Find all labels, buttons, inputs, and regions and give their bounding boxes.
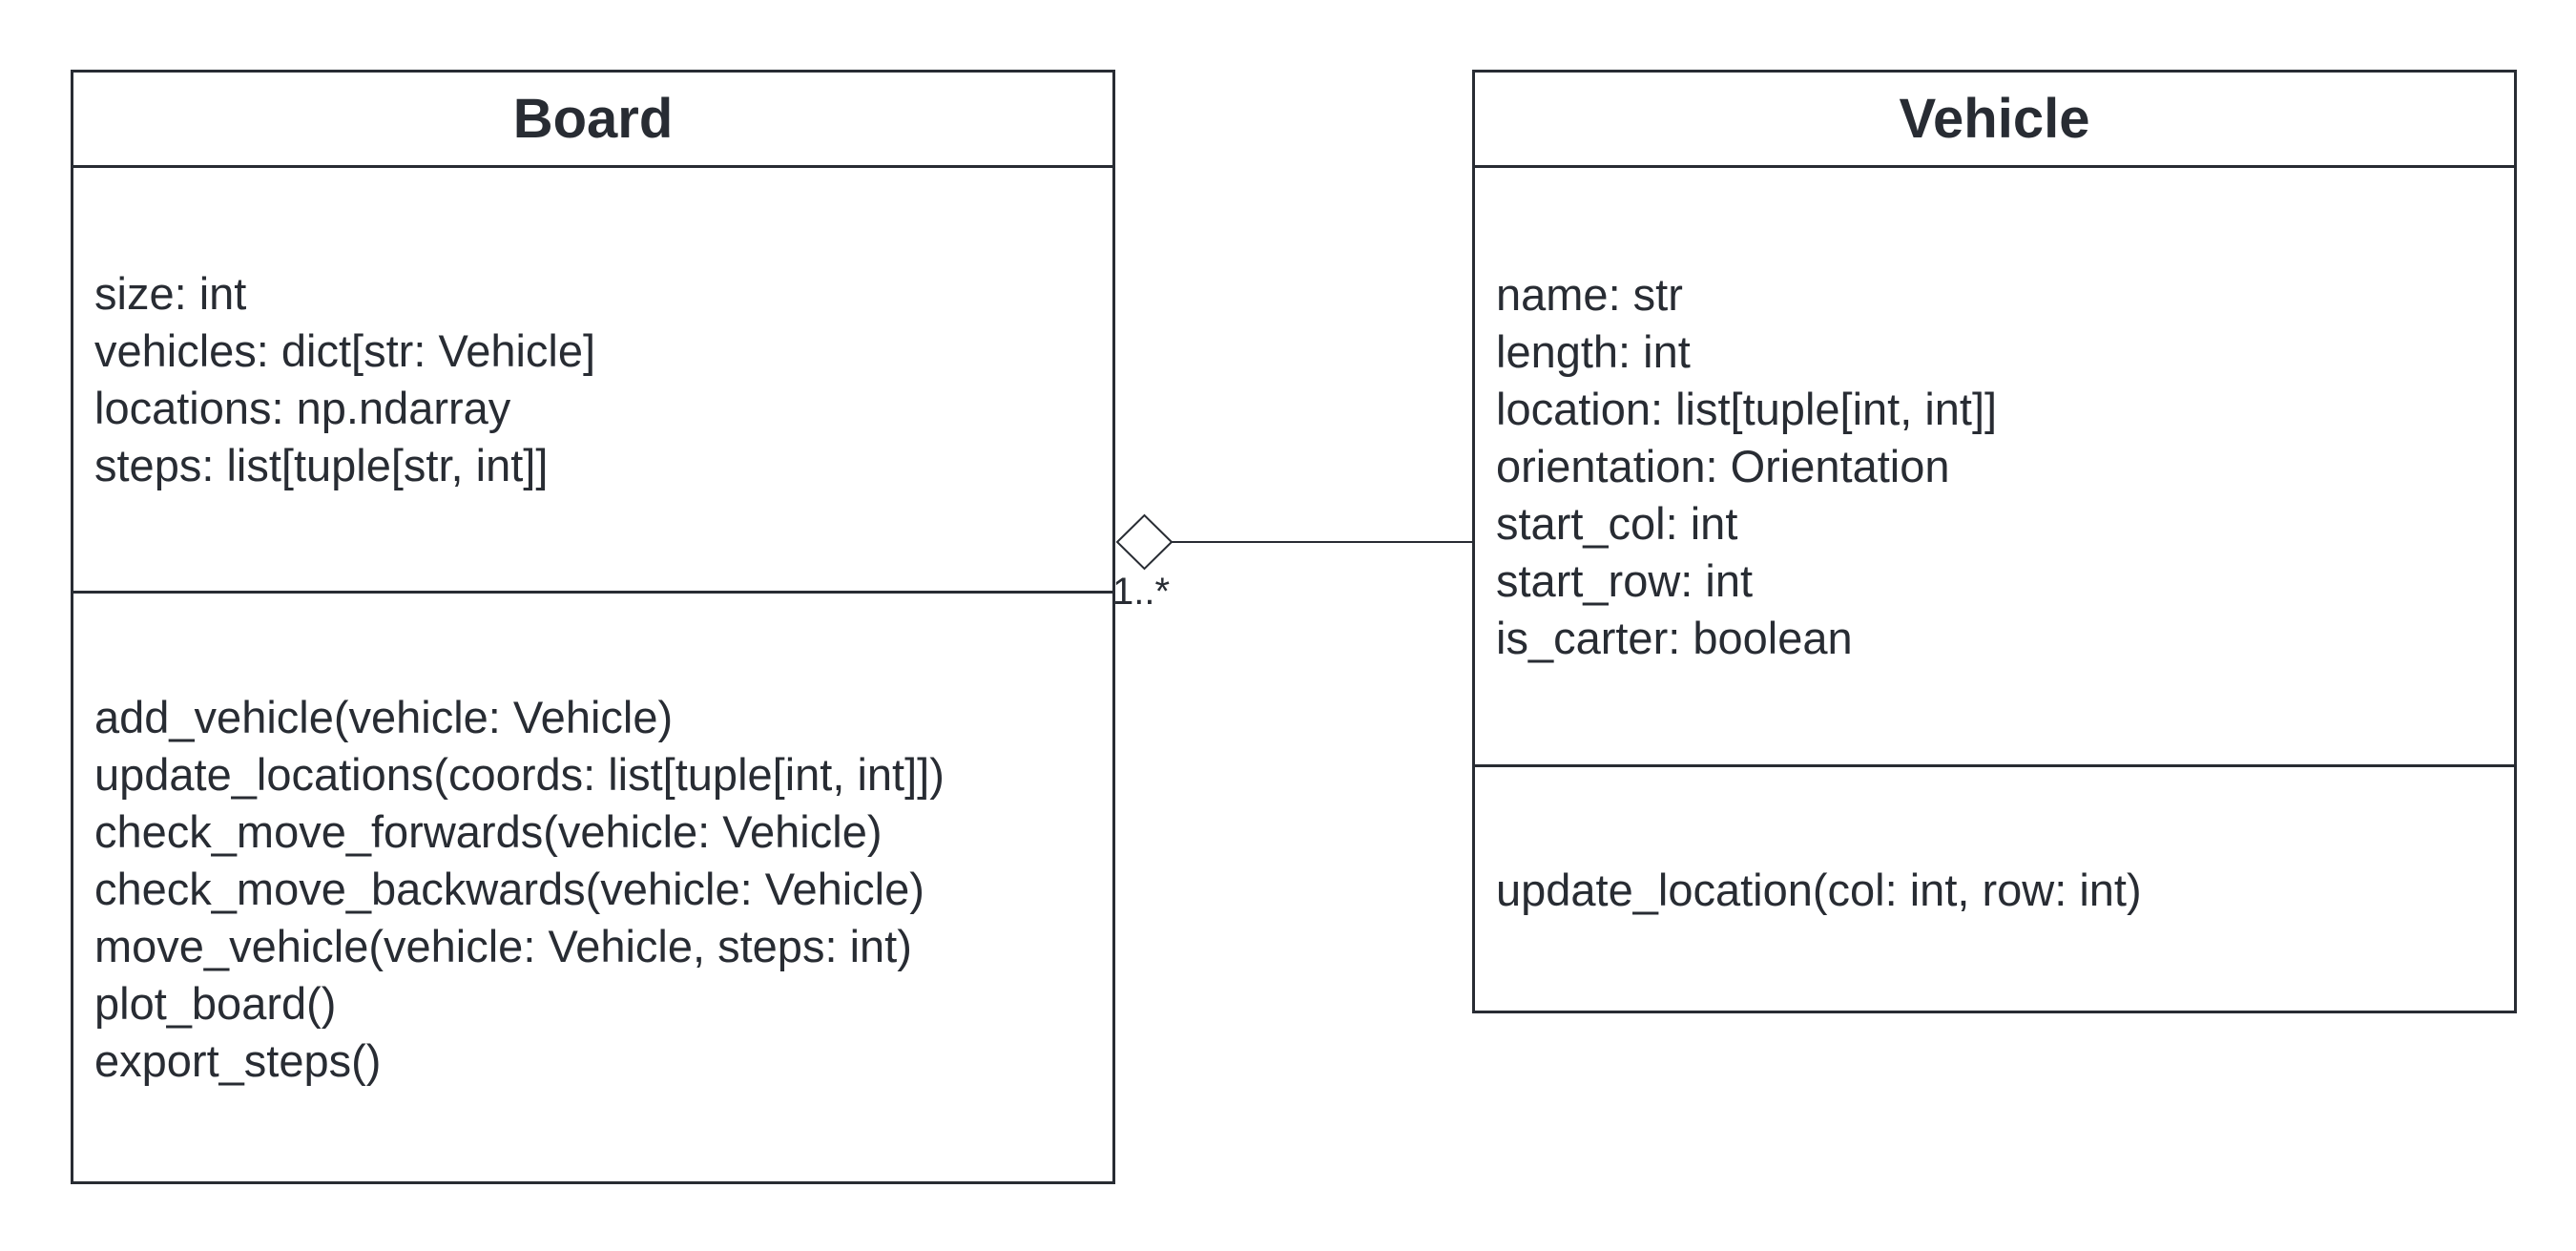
board-attributes-section: size: int vehicles: dict[str: Vehicle] l… <box>73 168 1112 594</box>
board-operation: update_locations(coords: list[tuple[int,… <box>94 748 945 800</box>
board-operation: check_move_backwards(vehicle: Vehicle) <box>94 863 924 914</box>
vehicle-attributes-section: name: str length: int location: list[tup… <box>1475 168 2514 767</box>
vehicle-attribute: location: list[tuple[int, int]] <box>1496 383 1998 434</box>
board-operation: check_move_forwards(vehicle: Vehicle) <box>94 805 883 857</box>
board-operation: export_steps() <box>94 1034 382 1086</box>
board-class-name: Board <box>73 73 1112 168</box>
aggregation-diamond-icon <box>1115 513 1174 571</box>
board-attribute: locations: np.ndarray <box>94 382 511 433</box>
vehicle-attribute: length: int <box>1496 325 1691 377</box>
board-attribute: size: int <box>94 267 247 319</box>
vehicle-class-name: Vehicle <box>1475 73 2514 168</box>
vehicle-attribute: start_row: int <box>1496 554 1754 606</box>
vehicle-operations-section: update_location(col: int, row: int) <box>1475 767 2514 1013</box>
board-attribute: vehicles: dict[str: Vehicle] <box>94 324 596 376</box>
vehicle-attribute: is_carter: boolean <box>1496 612 1853 663</box>
vehicle-attribute: name: str <box>1496 268 1683 320</box>
vehicle-attribute: start_col: int <box>1496 497 1738 549</box>
board-class-box[interactable]: Board size: int vehicles: dict[str: Vehi… <box>71 70 1115 1184</box>
board-operation: move_vehicle(vehicle: Vehicle, steps: in… <box>94 920 912 971</box>
board-attribute: steps: list[tuple[str, int]] <box>94 439 549 490</box>
board-operation: add_vehicle(vehicle: Vehicle) <box>94 691 674 742</box>
vehicle-operation: update_location(col: int, row: int) <box>1496 865 2142 915</box>
multiplicity-label: 1..* <box>1112 571 1171 613</box>
vehicle-attribute: orientation: Orientation <box>1496 440 1950 491</box>
vehicle-class-box[interactable]: Vehicle name: str length: int location: … <box>1472 70 2517 1013</box>
board-operations-section: add_vehicle(vehicle: Vehicle) update_loc… <box>73 594 1112 1184</box>
board-operation: plot_board() <box>94 977 337 1029</box>
